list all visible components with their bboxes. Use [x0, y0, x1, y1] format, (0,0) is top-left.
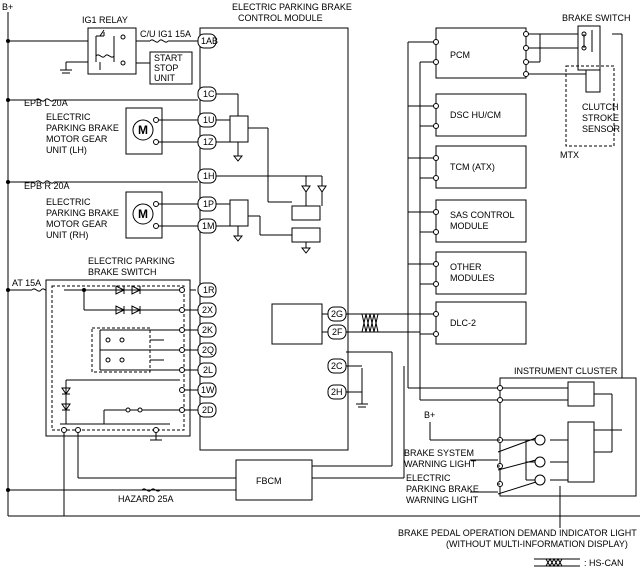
dlc-2-module [435, 301, 527, 345]
epb-control-module: ELECTRIC PARKING BRAKE CONTROL MODULE [199, 2, 352, 451]
tcm-label: TCM (ATX) [450, 162, 495, 172]
motor-lh-label-4: UNIT (LH) [46, 145, 87, 155]
motor-lh-symbol: M [138, 123, 148, 137]
pin-1c: 1C [203, 89, 215, 99]
hs-can-label: : HS-CAN [584, 558, 624, 568]
brake-switch: BRAKE SWITCH [528, 13, 631, 410]
epb-module-title-1: ELECTRIC PARKING BRAKE [232, 2, 352, 12]
pin-1h: 1H [203, 171, 215, 181]
pin-2l: 2L [203, 365, 213, 375]
motor-lh-label-2: PARKING BRAKE [46, 123, 119, 133]
pin-2c: 2C [331, 361, 343, 371]
cluster-title: INSTRUMENT CLUSTER [514, 366, 618, 376]
brake-system-light-2: WARNING LIGHT [404, 459, 477, 469]
fuse-hazard-label: HAZARD 25A [118, 494, 174, 504]
motor-lh-label-1: ELECTRIC [46, 112, 91, 122]
clutch-stroke-sensor: CLUTCH STROKE SENSOR MTX [560, 65, 621, 160]
motor-gear-unit-lh: ELECTRIC PARKING BRAKE MOTOR GEAR UNIT (… [46, 107, 198, 155]
sas-module [435, 199, 527, 243]
other-label-1: OTHER [450, 262, 482, 272]
clutch-label-3: SENSOR [582, 124, 621, 134]
dsc-module [435, 93, 527, 137]
pin-2x: 2X [202, 305, 213, 315]
fbcm-label: FBCM [256, 476, 282, 486]
sas-label-2: MODULE [450, 221, 489, 231]
module-column: PCM DSC HU/CM TCM (ATX) SAS CONTROL MODU… [433, 27, 529, 345]
pin-1u: 1U [203, 115, 215, 125]
motor-rh-label-4: UNIT (RH) [46, 230, 88, 240]
pin-1p: 1P [203, 199, 214, 209]
epb-module-pins: 1AB 1C 1U 1Z 1H 1P 1M 1R 2X 2K 2Q 2L 1W … [197, 33, 347, 418]
epb-module-title-2: CONTROL MODULE [238, 13, 323, 23]
fbcm-module [235, 459, 313, 501]
epb-switch: ELECTRIC PARKING BRAKE SWITCH [45, 256, 198, 441]
other-label-2: MODULES [450, 273, 495, 283]
clutch-label-1: CLUTCH [582, 102, 619, 112]
motor-rh-symbol: M [138, 207, 148, 221]
pin-2h: 2H [331, 387, 343, 397]
sas-label-1: SAS CONTROL [450, 210, 515, 220]
motor-rh-label-2: PARKING BRAKE [46, 208, 119, 218]
epb-light-1: ELECTRIC [406, 473, 451, 483]
tcm-module [435, 145, 527, 189]
start-stop-line2: STOP [154, 63, 178, 73]
clutch-label-2: STROKE [582, 113, 619, 123]
hs-can-legend: : HS-CAN [534, 557, 624, 568]
pcm-label: PCM [450, 50, 470, 60]
motor-lh-label-3: MOTOR GEAR [46, 134, 108, 144]
mtx-note: MTX [560, 150, 579, 160]
pin-1m: 1M [202, 221, 215, 231]
b-plus-top-label: B+ [2, 2, 13, 12]
ig1-relay: IG1 RELAY [8, 15, 137, 75]
pcm-module [435, 27, 527, 79]
start-stop-line1: START [154, 53, 183, 63]
pin-2d: 2D [202, 405, 214, 415]
pedal-light-1: BRAKE PEDAL OPERATION DEMAND INDICATOR L… [398, 528, 637, 538]
pedal-light-2: (WITHOUT MULTI-INFORMATION DISPLAY) [446, 539, 628, 549]
epb-switch-title-2: BRAKE SWITCH [88, 267, 157, 277]
other-modules [435, 251, 527, 295]
pin-2f: 2F [332, 327, 343, 337]
fuse-epb-r-label: EPB R 20A [24, 181, 70, 191]
motor-gear-unit-rh: ELECTRIC PARKING BRAKE MOTOR GEAR UNIT (… [46, 191, 198, 240]
pin-2k: 2K [202, 325, 213, 335]
epb-light-2: PARKING BRAKE [406, 484, 479, 494]
fuse-at-label: AT 15A [12, 278, 41, 288]
instrument-cluster: INSTRUMENT CLUSTER [497, 366, 637, 497]
pin-1w: 1W [201, 385, 215, 395]
b-plus-cluster-label: B+ [424, 410, 435, 420]
pin-1z: 1Z [203, 137, 214, 147]
pin-1r: 1R [203, 285, 215, 295]
epb-switch-title-1: ELECTRIC PARKING [88, 256, 175, 266]
ig1-relay-title: IG1 RELAY [82, 15, 128, 25]
motor-rh-label-1: ELECTRIC [46, 197, 91, 207]
brake-system-light-1: BRAKE SYSTEM [404, 448, 474, 458]
fuse-cu-ig1-label: C/U IG1 15A [140, 29, 191, 39]
dlc-label: DLC-2 [450, 318, 476, 328]
brake-switch-title: BRAKE SWITCH [562, 13, 631, 23]
fuse-epb-l-label: EPB L 20A [24, 98, 68, 108]
start-stop-unit [149, 51, 193, 85]
epb-light-3: WARNING LIGHT [406, 495, 479, 505]
motor-rh-label-3: MOTOR GEAR [46, 219, 108, 229]
pin-2g: 2G [331, 309, 343, 319]
start-stop-line3: UNIT [154, 73, 175, 83]
pin-1ab: 1AB [201, 36, 218, 46]
pin-2q: 2Q [202, 345, 214, 355]
dsc-label: DSC HU/CM [450, 110, 501, 120]
